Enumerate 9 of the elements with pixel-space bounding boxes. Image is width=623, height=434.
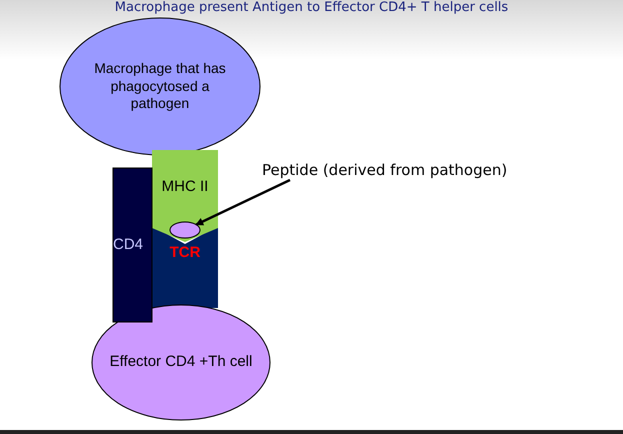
mhc-receptor: MHC II: [152, 150, 218, 242]
diagram-title: Macrophage present Antigen to Effector CD4+ T helper cells: [114, 0, 510, 16]
macrophage-cell: Macrophage that has phagocytosed a pathogen: [60, 18, 260, 155]
effector-cell: Effector CD4 +Th cell: [92, 305, 270, 420]
arrow: [195, 178, 291, 226]
peptide: [170, 222, 200, 238]
peptide-label: Peptide (derived from pathogen): [262, 158, 562, 182]
tcr-receptor: TCR: [152, 226, 218, 308]
cd4-coreceptor: CD4: [113, 168, 152, 322]
